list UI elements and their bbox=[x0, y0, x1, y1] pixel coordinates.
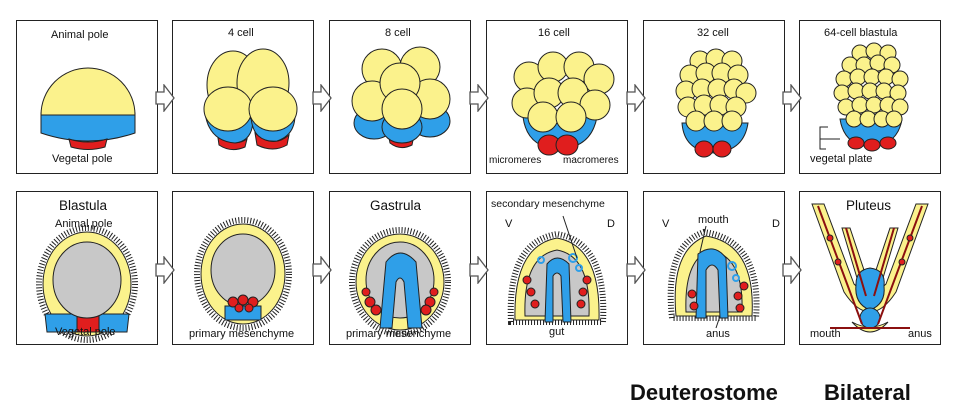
micromeres-label: micromeres bbox=[489, 155, 542, 166]
mouth-label: mouth bbox=[810, 328, 841, 340]
animal-pole-label: Animal pole bbox=[51, 29, 109, 41]
panel-8-cell: 8 cell bbox=[329, 20, 471, 174]
dorsal-label: D bbox=[772, 218, 780, 230]
gut-label: gut bbox=[549, 326, 565, 338]
eight-cell-drawing bbox=[351, 46, 451, 149]
panel-title: Gastrula bbox=[370, 198, 422, 213]
primary-mesenchyme-label: primary mesenchyme bbox=[346, 328, 452, 340]
arrow-icon bbox=[626, 256, 646, 284]
arrow-icon bbox=[155, 256, 175, 284]
panel-uncleaved-egg: Animal pole Vegetal pole bbox=[16, 20, 158, 174]
dorsal-label: D bbox=[607, 218, 615, 230]
panel-late-gastrula: secondary mesenchyme V D gut bbox=[486, 191, 628, 345]
late-gastrula-drawing bbox=[507, 215, 607, 325]
secondary-mesenchyme-label: secondary mesenchyme bbox=[491, 198, 605, 210]
pluteus-drawing bbox=[811, 203, 929, 333]
arrow-icon bbox=[782, 84, 802, 112]
vegetal-pole-label: Vegetal pole bbox=[55, 326, 116, 338]
ventral-label: V bbox=[505, 218, 513, 230]
arrow-icon bbox=[782, 256, 802, 284]
anus-label: anus bbox=[706, 328, 730, 340]
panel-title: 64-cell blastula bbox=[824, 27, 898, 39]
ventral-label: V bbox=[662, 218, 670, 230]
panel-64-cell-blastula: 64-cell blastula vegetal plate bbox=[799, 20, 941, 174]
egg-drawing bbox=[40, 67, 136, 150]
panel-16-cell: 16 cell micromeres macromeres bbox=[486, 20, 628, 174]
panel-title: Pluteus bbox=[846, 198, 892, 213]
blastula-drawing bbox=[36, 225, 138, 343]
panel-title: 4 cell bbox=[228, 27, 254, 39]
arrow-icon bbox=[469, 84, 489, 112]
arrow-icon bbox=[312, 84, 332, 112]
vegetal-pole-label: Vegetal pole bbox=[52, 153, 113, 165]
arrow-icon bbox=[626, 84, 646, 112]
ingression-drawing bbox=[194, 217, 292, 331]
four-cell-drawing bbox=[203, 48, 298, 151]
arrow-icon bbox=[155, 84, 175, 112]
anus-label: anus bbox=[908, 328, 932, 340]
sixteen-cell-drawing bbox=[511, 51, 615, 156]
thirty-two-cell-drawing bbox=[675, 48, 757, 158]
panel-prism: V D mouth anus bbox=[643, 191, 785, 345]
arrow-icon bbox=[312, 256, 332, 284]
animal-pole-label: Animal pole bbox=[55, 218, 113, 230]
panel-title: 16 cell bbox=[538, 27, 570, 39]
bilateral-label: Bilateral bbox=[824, 380, 911, 405]
vegetal-plate-label: vegetal plate bbox=[810, 153, 873, 165]
panel-title: Blastula bbox=[59, 198, 108, 213]
panel-ingression: primary mesenchyme bbox=[172, 191, 314, 345]
panel-blastula: Blastula Animal pole Vegetal pole bbox=[16, 191, 158, 345]
panel-title: 8 cell bbox=[385, 27, 411, 39]
panel-gastrula: Gastrula primary mesenchyme bbox=[329, 191, 471, 345]
sixty-four-cell-drawing bbox=[819, 42, 909, 152]
arrow-icon bbox=[469, 256, 489, 284]
panel-4-cell: 4 cell bbox=[172, 20, 314, 174]
deuterostome-label: Deuterostome bbox=[630, 380, 778, 405]
panel-32-cell: 32 cell bbox=[643, 20, 785, 174]
prism-drawing bbox=[667, 225, 760, 329]
panel-pluteus: Pluteus mouth anus bbox=[799, 191, 941, 345]
macromeres-label: macromeres bbox=[563, 155, 619, 166]
panel-title: 32 cell bbox=[697, 27, 729, 39]
mouth-label: mouth bbox=[698, 214, 729, 226]
gastrula-drawing bbox=[349, 227, 451, 337]
primary-mesenchyme-label: primary mesenchyme bbox=[189, 328, 295, 340]
